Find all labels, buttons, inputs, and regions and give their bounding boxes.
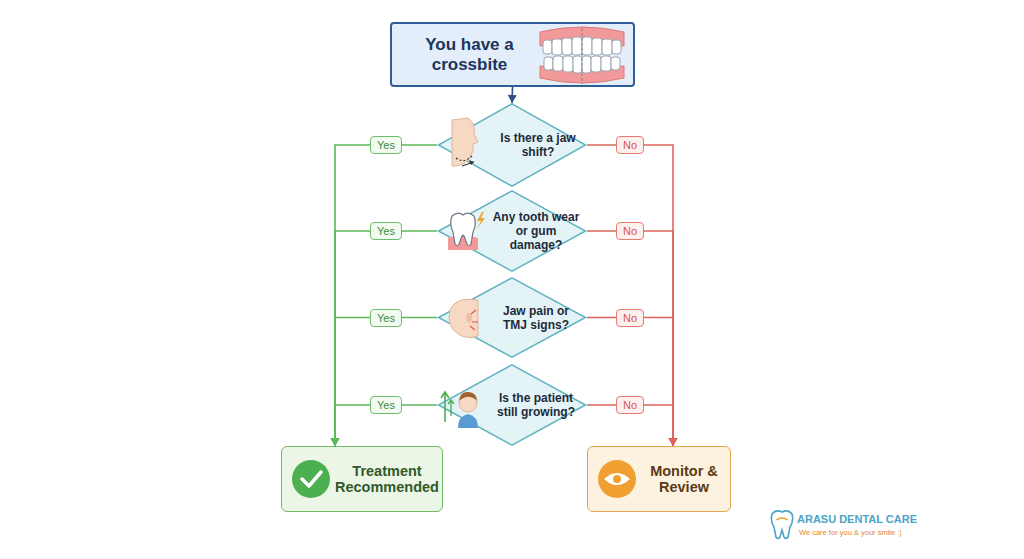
text-holder: Any tooth wear or gum damage? [490,190,582,272]
connector [331,318,438,447]
node-text: Monitor & Review [640,463,728,495]
connector [508,87,517,103]
logo-tagline: We care for you & your smile :) [799,528,902,537]
connector-line [335,231,437,446]
edge-label: Yes [370,309,402,327]
edge-label: No [616,309,644,327]
edge-label: Yes [370,136,402,154]
connector-line [335,318,437,447]
edge-label: No [616,396,644,414]
outcome-box: Monitor & Review [587,446,731,512]
edge-label: No [616,136,644,154]
connector-line [587,231,673,446]
diamond-shape [439,365,586,445]
connector-line [511,87,513,103]
text-holder: Is the patient still growing? [492,364,580,446]
decision-diamond: Is the patient still growing? [437,364,587,446]
decision-diamond: Any tooth wear or gum damage? [437,190,587,272]
connector [331,145,438,446]
node-text: Treatment Recommended [334,463,440,495]
arrow-head [331,438,340,446]
arrow-head [669,438,678,446]
connector-line [587,318,673,447]
logo-text: ARASU DENTAL CARE [797,513,917,525]
diamond-outline [437,190,587,272]
node-text: Any tooth wear or gum damage? [490,210,582,252]
outcome-box: Treatment Recommended [281,446,443,512]
decision-diamond: Jaw pain or TMJ signs? [437,277,587,358]
logo-smile [776,518,788,520]
arrow-head [508,95,517,103]
start-box: You have a crossbite [390,22,635,87]
arrow-head [669,438,678,446]
node-text: You have a crossbite [402,35,537,75]
edge-label: Yes [370,222,402,240]
edge-label: Yes [370,396,402,414]
arrow-head [331,438,340,446]
text-holder: Treatment Recommended [334,447,440,511]
node-text: Jaw pain or TMJ signs? [492,304,580,332]
connector [587,231,678,446]
connector [587,318,678,447]
arrow-head [331,438,340,446]
text-holder: Is there a jaw shift? [494,103,582,187]
connector-line [587,145,673,446]
arrow-head [669,438,678,446]
logo-tooth [771,511,792,539]
text-holder: You have a crossbite [402,24,537,85]
diamond-shape [439,191,586,271]
diamond-shape [439,104,586,186]
arrow-head [331,438,340,446]
text-holder: Monitor & Review [640,447,728,511]
connector [587,145,678,446]
node-text: Is the patient still growing? [492,391,580,419]
connector-line [335,145,437,446]
text-holder: Jaw pain or TMJ signs? [492,277,580,358]
node-text: Is there a jaw shift? [494,131,582,159]
diamond-shape [439,278,586,357]
decision-diamond: Is there a jaw shift? [437,103,587,187]
edge-label: No [616,222,644,240]
connector [331,231,438,446]
logo-mark [771,511,792,539]
arrow-head [669,438,678,446]
